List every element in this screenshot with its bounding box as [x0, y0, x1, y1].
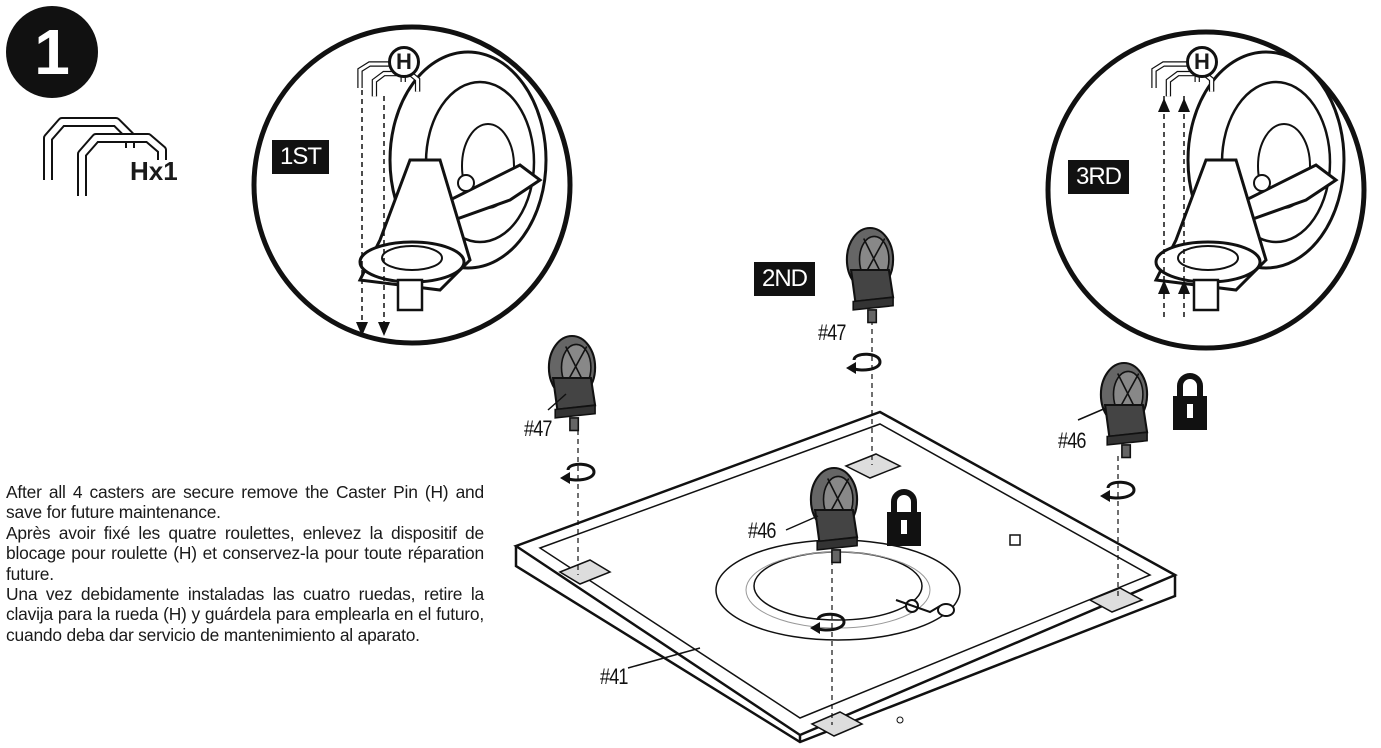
- instructions-en: After all 4 casters are secure remove th…: [6, 482, 484, 523]
- part-label-47-left: #47: [524, 416, 552, 441]
- alignment-lines: [577, 320, 1119, 725]
- instructions-es: Una vez debidamente instaladas las cuatr…: [6, 584, 484, 645]
- detail-circle-third: [1045, 29, 1367, 351]
- tag-first: 1ST: [272, 140, 330, 174]
- detail-circle-first: [251, 24, 573, 346]
- instructions-fr: Après avoir fixé les quatre roulettes, e…: [6, 522, 484, 584]
- leader-lines: [547, 393, 1107, 669]
- hardware-quantity: Hx1: [130, 156, 178, 186]
- tag-second: 2ND: [754, 262, 816, 296]
- pin-letter-left: H: [388, 46, 420, 78]
- pin-letter-right: H: [1186, 46, 1218, 78]
- part-label-47-back: #47: [818, 320, 846, 345]
- part-label-41-base: #41: [600, 664, 628, 689]
- base-tray: [513, 410, 1178, 744]
- part-label-46-front: #46: [748, 518, 776, 543]
- tag-third: 3RD: [1068, 160, 1130, 194]
- step-number-badge: 1: [6, 6, 98, 98]
- part-label-46-right: #46: [1058, 428, 1086, 453]
- instructions-block: After all 4 casters are secure remove th…: [6, 482, 484, 645]
- step-number: 1: [34, 16, 70, 88]
- caster-pin-icon: [43, 117, 167, 196]
